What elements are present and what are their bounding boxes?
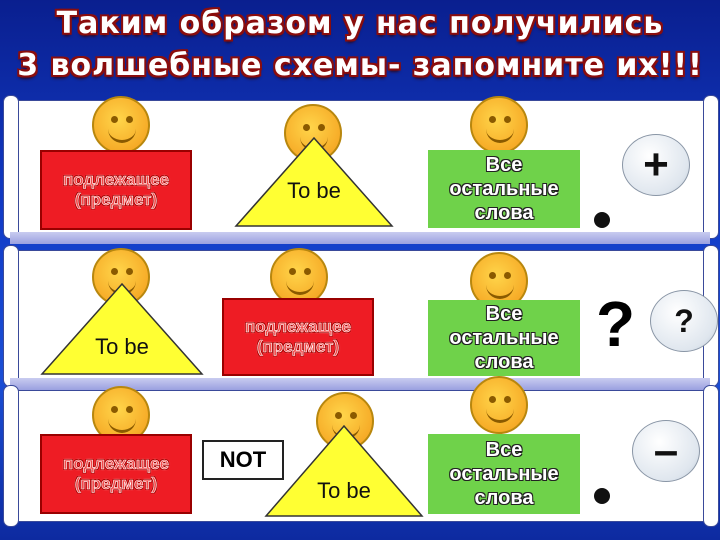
rest-line-2: остальные xyxy=(449,463,559,485)
period-dot xyxy=(594,488,610,504)
smiley-icon xyxy=(92,96,150,154)
rest-line-3: слова xyxy=(474,487,534,509)
title-line-2: 3 волшебные схемы- запомните их!!! xyxy=(17,48,703,83)
subject-note: (предмет) xyxy=(256,337,340,357)
subject-word: подлежащее xyxy=(63,454,170,474)
question-mark: ? xyxy=(596,288,636,360)
rest-line-3: слова xyxy=(474,202,534,224)
smiley-icon xyxy=(470,96,528,154)
panel-divider xyxy=(10,232,710,244)
subject-note: (предмет) xyxy=(74,190,158,210)
to-be-triangle: To be xyxy=(234,136,394,228)
panel-divider xyxy=(10,378,710,390)
to-be-label: To be xyxy=(287,178,341,203)
minus-sign-bubble: – xyxy=(632,420,700,482)
plus-sign-bubble: + xyxy=(622,134,690,196)
question-sign-bubble: ? xyxy=(650,290,718,352)
subject-box: подлежащее(предмет) xyxy=(40,150,192,230)
not-box: NOT xyxy=(202,440,284,480)
subject-word: подлежащее xyxy=(63,170,170,190)
to-be-label: To be xyxy=(317,478,371,503)
title-line-1: Таким образом у нас получились xyxy=(56,6,664,41)
to-be-triangle: To be xyxy=(264,424,424,518)
rest-line-2: остальные xyxy=(449,178,559,200)
to-be-triangle: To be xyxy=(40,282,204,376)
rest-line-3: слова xyxy=(474,351,534,373)
rest-line-1: Все xyxy=(485,439,523,461)
rest-line-1: Все xyxy=(485,154,523,176)
smiley-icon xyxy=(470,376,528,434)
subject-note: (предмет) xyxy=(74,474,158,494)
subject-box: подлежащее(предмет) xyxy=(222,298,374,376)
subject-box: подлежащее(предмет) xyxy=(40,434,192,514)
to-be-label: To be xyxy=(95,334,149,359)
subject-word: подлежащее xyxy=(245,317,352,337)
rest-line-2: остальные xyxy=(449,327,559,349)
rest-line-1: Все xyxy=(485,303,523,325)
period-dot xyxy=(594,212,610,228)
